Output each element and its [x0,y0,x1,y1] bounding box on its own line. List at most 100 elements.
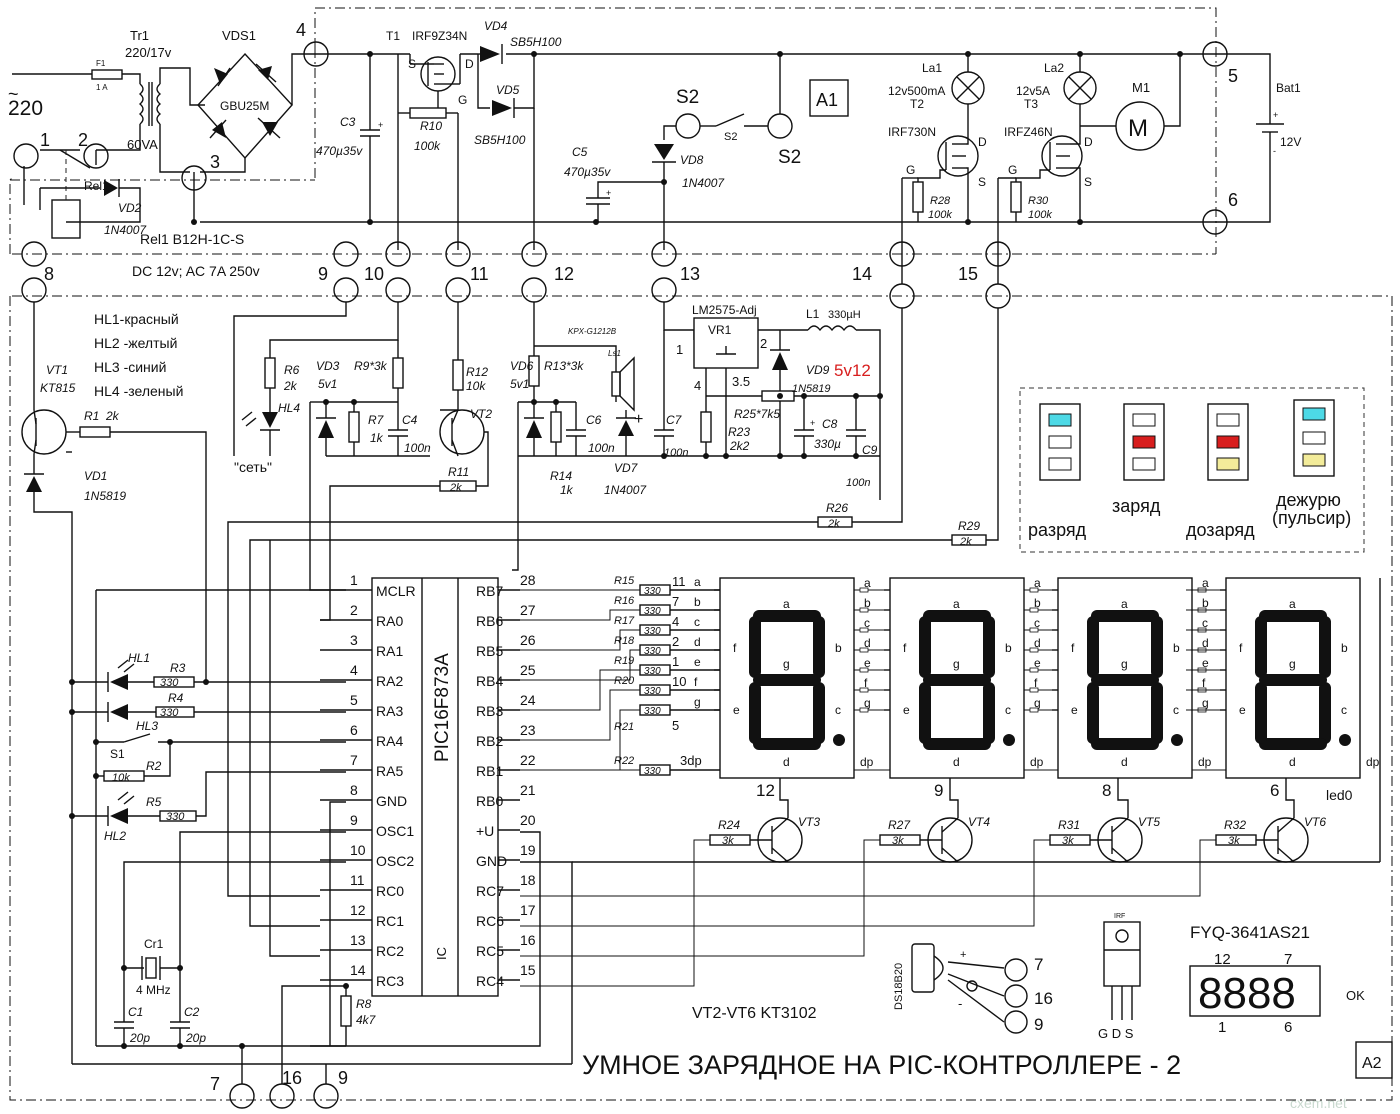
svg-text:~: ~ [8,84,19,104]
svg-text:S: S [1084,175,1092,189]
svg-text:f: f [1202,676,1206,690]
pin-number: 25 [520,662,536,678]
svg-text:1N4007: 1N4007 [604,483,647,497]
svg-text:d: d [953,755,960,769]
svg-text:dp: dp [1366,755,1380,769]
digit-pin: 6 [1270,781,1279,800]
mcu-pic16f873a: PIC16F873A IC 1MCLR2RA03RA14RA25RA36RA47… [320,572,536,997]
svg-text:HL2: HL2 [104,829,126,843]
fyq-display: FYQ-3641AS21 12 7 8888 OK 1 6 [1189,923,1365,1036]
board-a1-label [809,79,849,117]
resistor-value: 330 [644,706,661,717]
connector-12: 12 [521,241,574,303]
pin-number: 6 [350,722,358,738]
svg-text:5v1: 5v1 [510,377,529,391]
svg-text:2k: 2k [827,518,840,530]
connector-9-bottom: 9 [313,1068,348,1109]
svg-text:6: 6 [1228,190,1238,210]
relay-coil [51,199,81,239]
pin-number: 14 [350,962,366,978]
svg-text:VD8: VD8 [680,153,704,167]
svg-text:R8: R8 [356,997,372,1011]
svg-text:S1: S1 [110,747,125,761]
svg-text:d: d [1289,755,1296,769]
svg-text:HL2 -желтый: HL2 -желтый [94,335,177,351]
svg-text:1N4007: 1N4007 [682,176,725,190]
svg-text:9: 9 [338,1068,348,1088]
connector-1: 1 [13,130,50,169]
svg-text:KT815: KT815 [40,381,76,395]
svg-text:Rel1: Rel1 [84,179,109,193]
svg-text:4: 4 [296,20,306,40]
page-title: УМНОЕ ЗАРЯДНОЕ НА PIC-КОНТРОЛЛЕРЕ - 2 [582,1050,1181,1080]
svg-text:f: f [903,641,907,655]
svg-text:R25*7k5: R25*7k5 [734,407,780,421]
svg-text:R28: R28 [930,195,951,207]
svg-text:R14: R14 [550,469,572,483]
svg-text:220: 220 [8,97,43,120]
svg-text:C9: C9 [862,443,878,457]
mode-standby: дежурю (пульсир) [1272,399,1351,528]
svg-text:G: G [906,163,915,177]
r23 [700,411,712,443]
svg-text:VR1: VR1 [708,323,732,337]
svg-text:c: c [864,616,870,630]
svg-text:HL1: HL1 [128,651,150,665]
svg-text:5: 5 [1228,66,1238,86]
svg-text:2k: 2k [283,379,298,393]
bridge-diode-1 [214,67,231,87]
resistor-value: 330 [644,606,661,617]
vt1-transistor [21,409,67,455]
svg-text:b: b [864,596,871,610]
inductor-l1 [807,325,857,332]
svg-text:(пульсир): (пульсир) [1272,508,1351,528]
svg-text:a: a [1289,597,1296,611]
svg-text:470µ35v: 470µ35v [564,165,611,179]
svg-text:DS18B20: DS18B20 [893,963,905,1010]
svg-text:заряд: заряд [1112,496,1161,516]
r1 [79,426,111,438]
svg-text:C7: C7 [666,413,683,427]
svg-text:VD3: VD3 [316,359,340,373]
pin-number: 21 [520,782,536,798]
pin-number: 27 [520,602,536,618]
svg-text:1: 1 [40,130,50,150]
svg-text:Tr1: Tr1 [130,28,149,43]
connector-10: 10 [364,241,411,303]
svg-text:100n: 100n [404,441,431,455]
svg-text:Rel1 B12H-1C-S: Rel1 B12H-1C-S [140,231,244,247]
transformer-primary [138,83,144,125]
resistor-ref: R24 [718,818,740,832]
pin-name: OSC2 [376,853,414,869]
svg-text:D: D [1084,135,1093,149]
pin-name: RA2 [376,673,403,689]
svg-text:G: G [458,93,467,107]
pin-name: RC3 [376,973,404,989]
pin-name: RC4 [476,973,504,989]
pin-name: RB5 [476,643,503,659]
svg-text:a: a [1202,576,1209,590]
pin-name: RB3 [476,703,503,719]
svg-text:La1: La1 [922,61,942,75]
mode-discharge: разряд [1028,403,1087,540]
svg-text:D: D [978,135,987,149]
pin-number: 26 [520,632,536,648]
segment-pin: 10 [672,674,686,689]
svg-text:SB5H100: SB5H100 [474,133,526,147]
